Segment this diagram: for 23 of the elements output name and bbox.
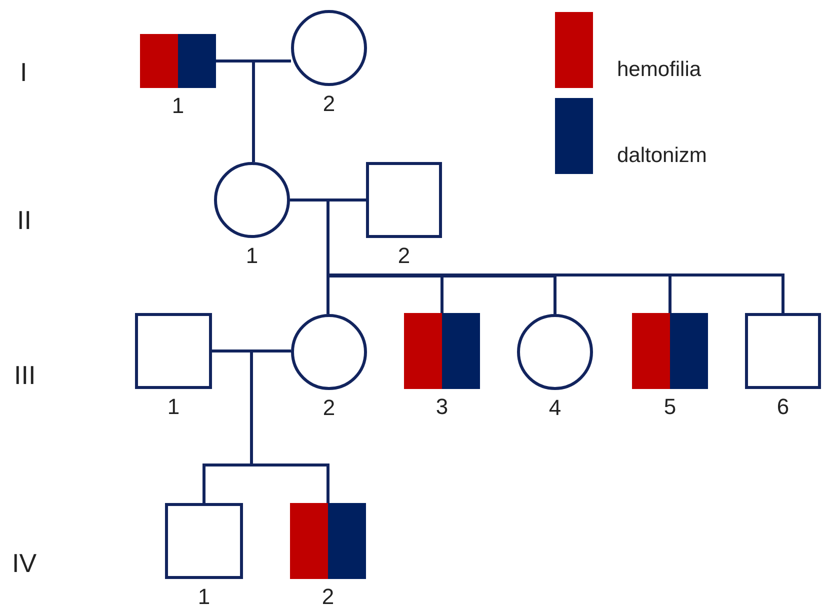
individual-number: 2	[322, 92, 336, 116]
individual-number: 1	[166, 395, 181, 419]
mating-line	[212, 350, 291, 352]
generation-label: I	[20, 58, 28, 86]
individual-number: 1	[196, 585, 212, 609]
individual-number: 2	[322, 396, 336, 420]
mating-line	[290, 198, 366, 202]
individual-number: 3	[434, 395, 450, 419]
individual-number: 2	[320, 585, 336, 609]
individual-number: 5	[662, 395, 678, 419]
legend-label: daltonizm	[617, 144, 707, 168]
generation-label: IV	[12, 549, 37, 577]
descent-line	[250, 351, 330, 503]
mating-line	[216, 60, 291, 62]
individual-number: 4	[548, 396, 562, 420]
generation-label: II	[17, 206, 32, 234]
legend-label: hemofilia	[617, 58, 702, 82]
individual-number: 1	[244, 244, 260, 268]
generation-label: III	[14, 361, 36, 389]
individual-number: 2	[396, 244, 412, 268]
individual-number: 1	[170, 94, 186, 118]
descent-line	[252, 61, 255, 162]
individual-number: 6	[776, 395, 790, 419]
